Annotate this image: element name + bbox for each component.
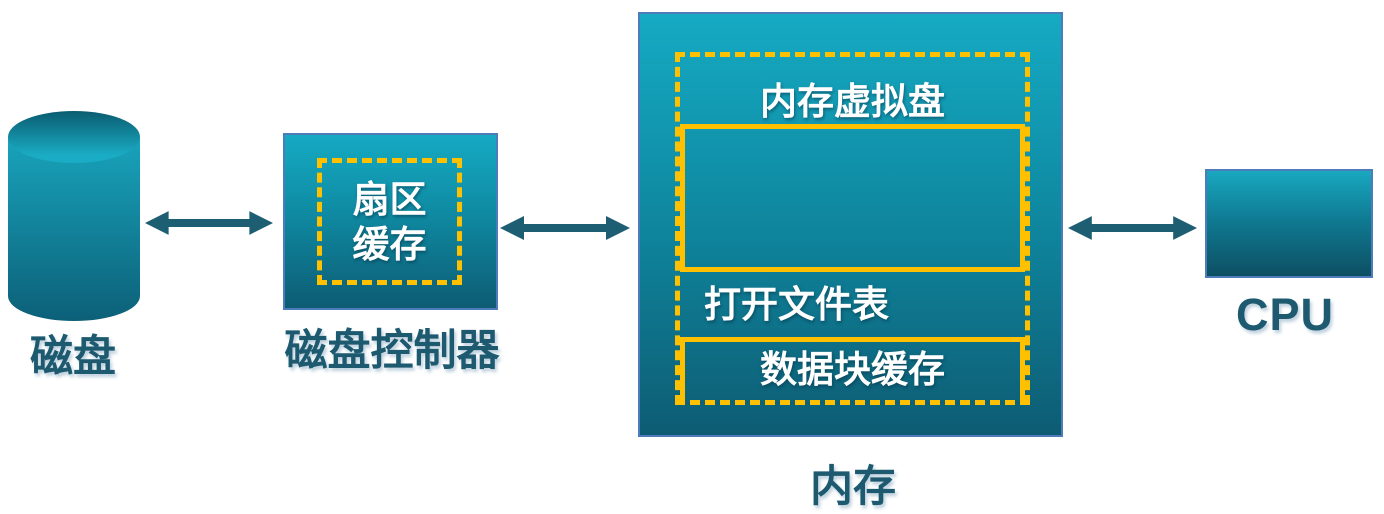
sector-cache-region: 扇区 缓存 <box>317 158 462 285</box>
memory-box: 内存虚拟盘 打开文件表 数据块缓存 <box>638 12 1063 437</box>
cpu-label: CPU <box>1235 289 1334 340</box>
disk-controller-box: 扇区 缓存 <box>283 133 498 310</box>
memory-virtual-disk-label: 内存虚拟盘 <box>760 81 945 122</box>
disk-cylinder <box>8 111 140 321</box>
disk-controller-label: 磁盘控制器 <box>284 327 500 375</box>
bidirectional-arrow-icon <box>1068 216 1197 240</box>
sector-cache-label-line1: 扇区 <box>352 178 427 220</box>
cpu-box <box>1205 169 1373 278</box>
block-cache-label: 数据块缓存 <box>760 349 945 390</box>
block-cache-box: 数据块缓存 <box>680 337 1025 400</box>
open-file-table-label: 打开文件表 <box>704 284 889 325</box>
bidirectional-arrow-icon <box>145 211 273 235</box>
disk-label: 磁盘 <box>30 333 116 381</box>
bidirectional-arrow-icon <box>500 216 630 240</box>
sector-cache-label-line2: 缓存 <box>352 223 427 265</box>
virtual-disk-inner-box <box>680 124 1025 272</box>
memory-virtual-disk-region: 内存虚拟盘 打开文件表 数据块缓存 <box>675 52 1030 405</box>
memory-label: 内存 <box>810 463 896 511</box>
